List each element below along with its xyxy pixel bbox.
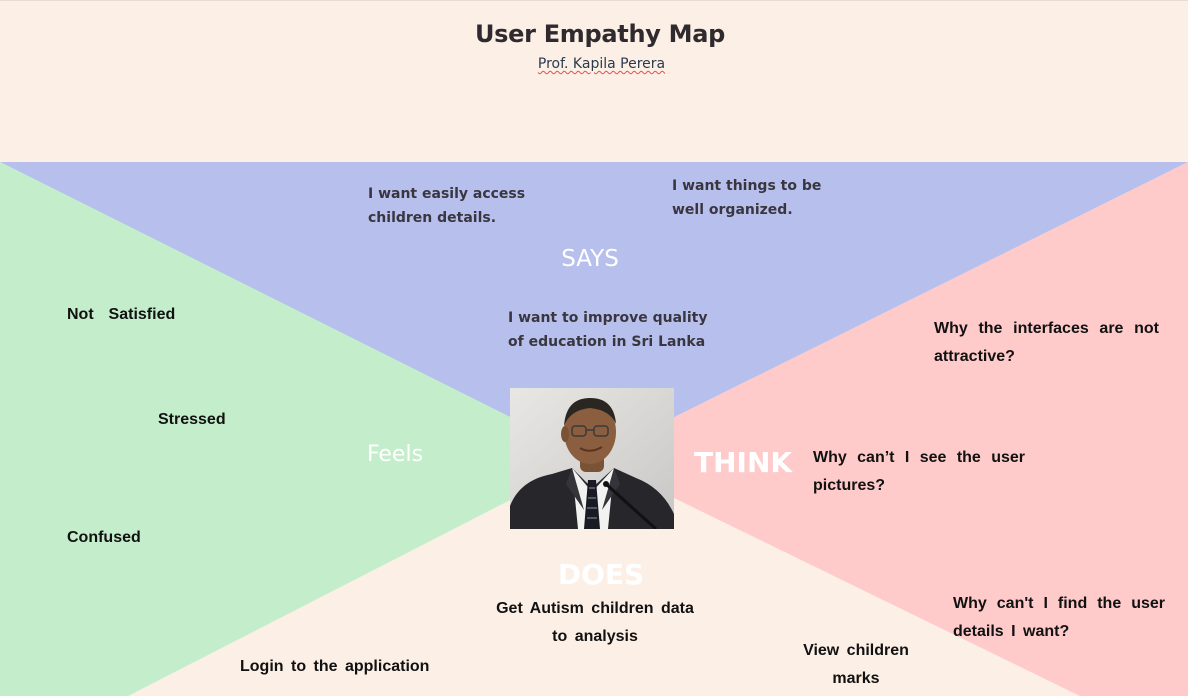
does-note-3: View children marks — [803, 642, 909, 687]
feels-note-2: Stressed — [158, 411, 226, 428]
feels-region — [0, 162, 592, 696]
page-title: User Empathy Map — [474, 20, 726, 48]
think-label: THINK — [694, 446, 793, 479]
persona-name-text: Prof. Kapila Perera — [537, 56, 666, 72]
think-note-1: Why the interfaces are not attractive? — [934, 320, 1159, 365]
think-region — [592, 162, 1188, 696]
does-note-2: Login to the application — [240, 658, 430, 675]
think-note-2: Why can’t I see the user pictures? — [813, 449, 1025, 494]
feels-note-1: Not Satisfied — [67, 306, 176, 323]
does-note-1: Get Autism children data to analysis — [496, 600, 694, 645]
does-label: DOES — [557, 558, 645, 591]
persona-name: Prof. Kapila Perera — [0, 56, 1188, 72]
says-note-3: I want to improve quality of education i… — [508, 310, 708, 350]
think-note-3: Why can't I find the user details I want… — [953, 595, 1165, 640]
feels-label: Feels — [366, 442, 424, 467]
says-label: SAYS — [561, 246, 619, 272]
person-portrait-icon — [510, 388, 674, 529]
header-band — [0, 0, 1188, 162]
says-note-2: I want things to be well organized. — [672, 178, 822, 218]
feels-note-3: Confused — [67, 529, 141, 546]
persona-photo — [510, 388, 674, 529]
says-note-1: I want easily access children details. — [368, 186, 526, 226]
says-region — [0, 162, 1188, 458]
